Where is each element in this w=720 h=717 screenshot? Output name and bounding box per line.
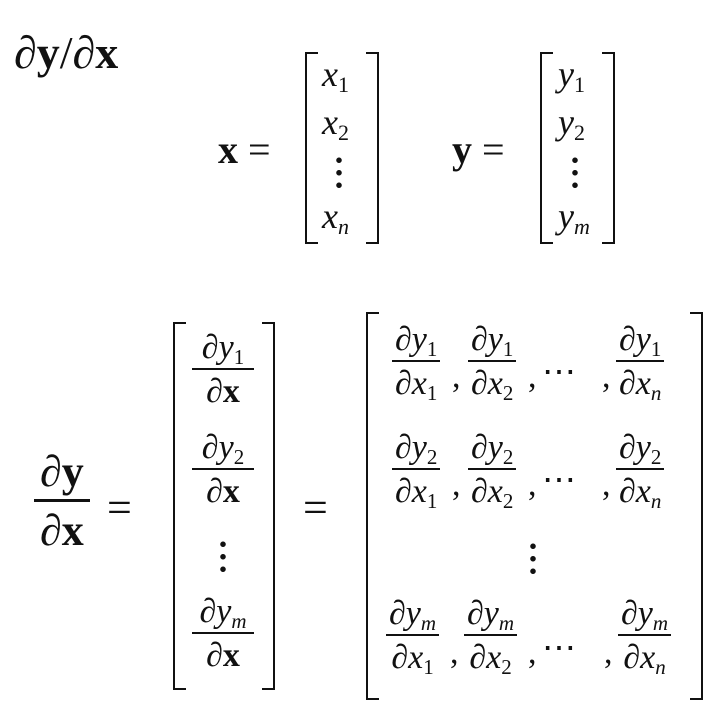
lhs-denominator: ∂x: [40, 505, 84, 555]
column-right-bracket: [262, 322, 275, 690]
vector-x-right-bracket: [366, 52, 379, 244]
matrix-rowm-col1: ∂ym ∂x1: [386, 596, 440, 677]
vector-y-entry-2: y2: [558, 102, 585, 145]
vector-y-right-bracket: [602, 52, 615, 244]
lhs-fraction-bar: [34, 499, 90, 502]
vector-x-entry-n: xn: [322, 196, 349, 239]
equals-sign-2: =: [303, 483, 328, 532]
vector-y-entry-1: y1: [558, 54, 585, 97]
equals-sign-1: =: [107, 483, 132, 532]
title-partial-y: ∂y: [14, 27, 60, 78]
matrix-rowm-comma-1: ,: [450, 634, 459, 671]
matrix-row1-col1: ∂y1 ∂x1: [392, 322, 441, 403]
matrix-row1-comma-2: ,: [528, 358, 537, 395]
vector-y-left-bracket: [540, 52, 553, 244]
title: ∂y/∂x: [14, 30, 118, 76]
matrix-vdots: [530, 540, 536, 578]
column-left-bracket: [173, 322, 186, 690]
vector-y-vdots: [572, 154, 578, 192]
vector-y-entry-m: ym: [558, 196, 590, 239]
column-entry-2: ∂y2 ∂x: [192, 430, 254, 509]
matrix-row2-col1: ∂y2 ∂x1: [392, 430, 441, 511]
matrix-row2-comma-3: ,: [602, 466, 611, 503]
matrix-row1-cdots: ⋯: [542, 354, 577, 391]
column-vdots: [220, 538, 226, 576]
title-slash: /: [59, 27, 73, 78]
matrix-row2-cdots: ⋯: [542, 462, 577, 499]
column-entry-m: ∂ym ∂x: [192, 594, 254, 673]
matrix-row1-comma-3: ,: [602, 358, 611, 395]
vector-x-vdots: [336, 154, 342, 192]
matrix-row2-comma-2: ,: [528, 466, 537, 503]
matrix-left-bracket: [366, 312, 379, 700]
matrix-row2-col2: ∂y2 ∂x2: [468, 430, 517, 511]
matrix-row1-col2: ∂y1 ∂x2: [468, 322, 517, 403]
vector-x-label: x =: [218, 127, 271, 172]
matrix-row2-comma-1: ,: [452, 466, 461, 503]
matrix-rowm-cdots: ⋯: [542, 630, 577, 667]
title-partial-x: ∂x: [72, 27, 119, 78]
vector-x-entry-1: x1: [322, 54, 349, 97]
matrix-rowm-comma-3: ,: [604, 634, 613, 671]
lhs-derivative: ∂y ∂x: [34, 447, 90, 555]
matrix-row1-comma-1: ,: [452, 358, 461, 395]
vector-y-label: y =: [452, 127, 505, 172]
vector-x-entry-2: x2: [322, 102, 349, 145]
vector-x-left-bracket: [305, 52, 318, 244]
matrix-rowm-comma-2: ,: [528, 634, 537, 671]
matrix-rowm-col2: ∂ym ∂x2: [464, 596, 518, 677]
column-entry-1: ∂y1 ∂x: [192, 330, 254, 409]
matrix-row1-col-n: ∂y1 ∂xn: [616, 322, 665, 403]
matrix-right-bracket: [690, 312, 703, 700]
matrix-rowm-col-n: ∂ym ∂xn: [618, 596, 672, 677]
lhs-numerator: ∂y: [40, 447, 84, 496]
matrix-row2-col-n: ∂y2 ∂xn: [616, 430, 665, 511]
